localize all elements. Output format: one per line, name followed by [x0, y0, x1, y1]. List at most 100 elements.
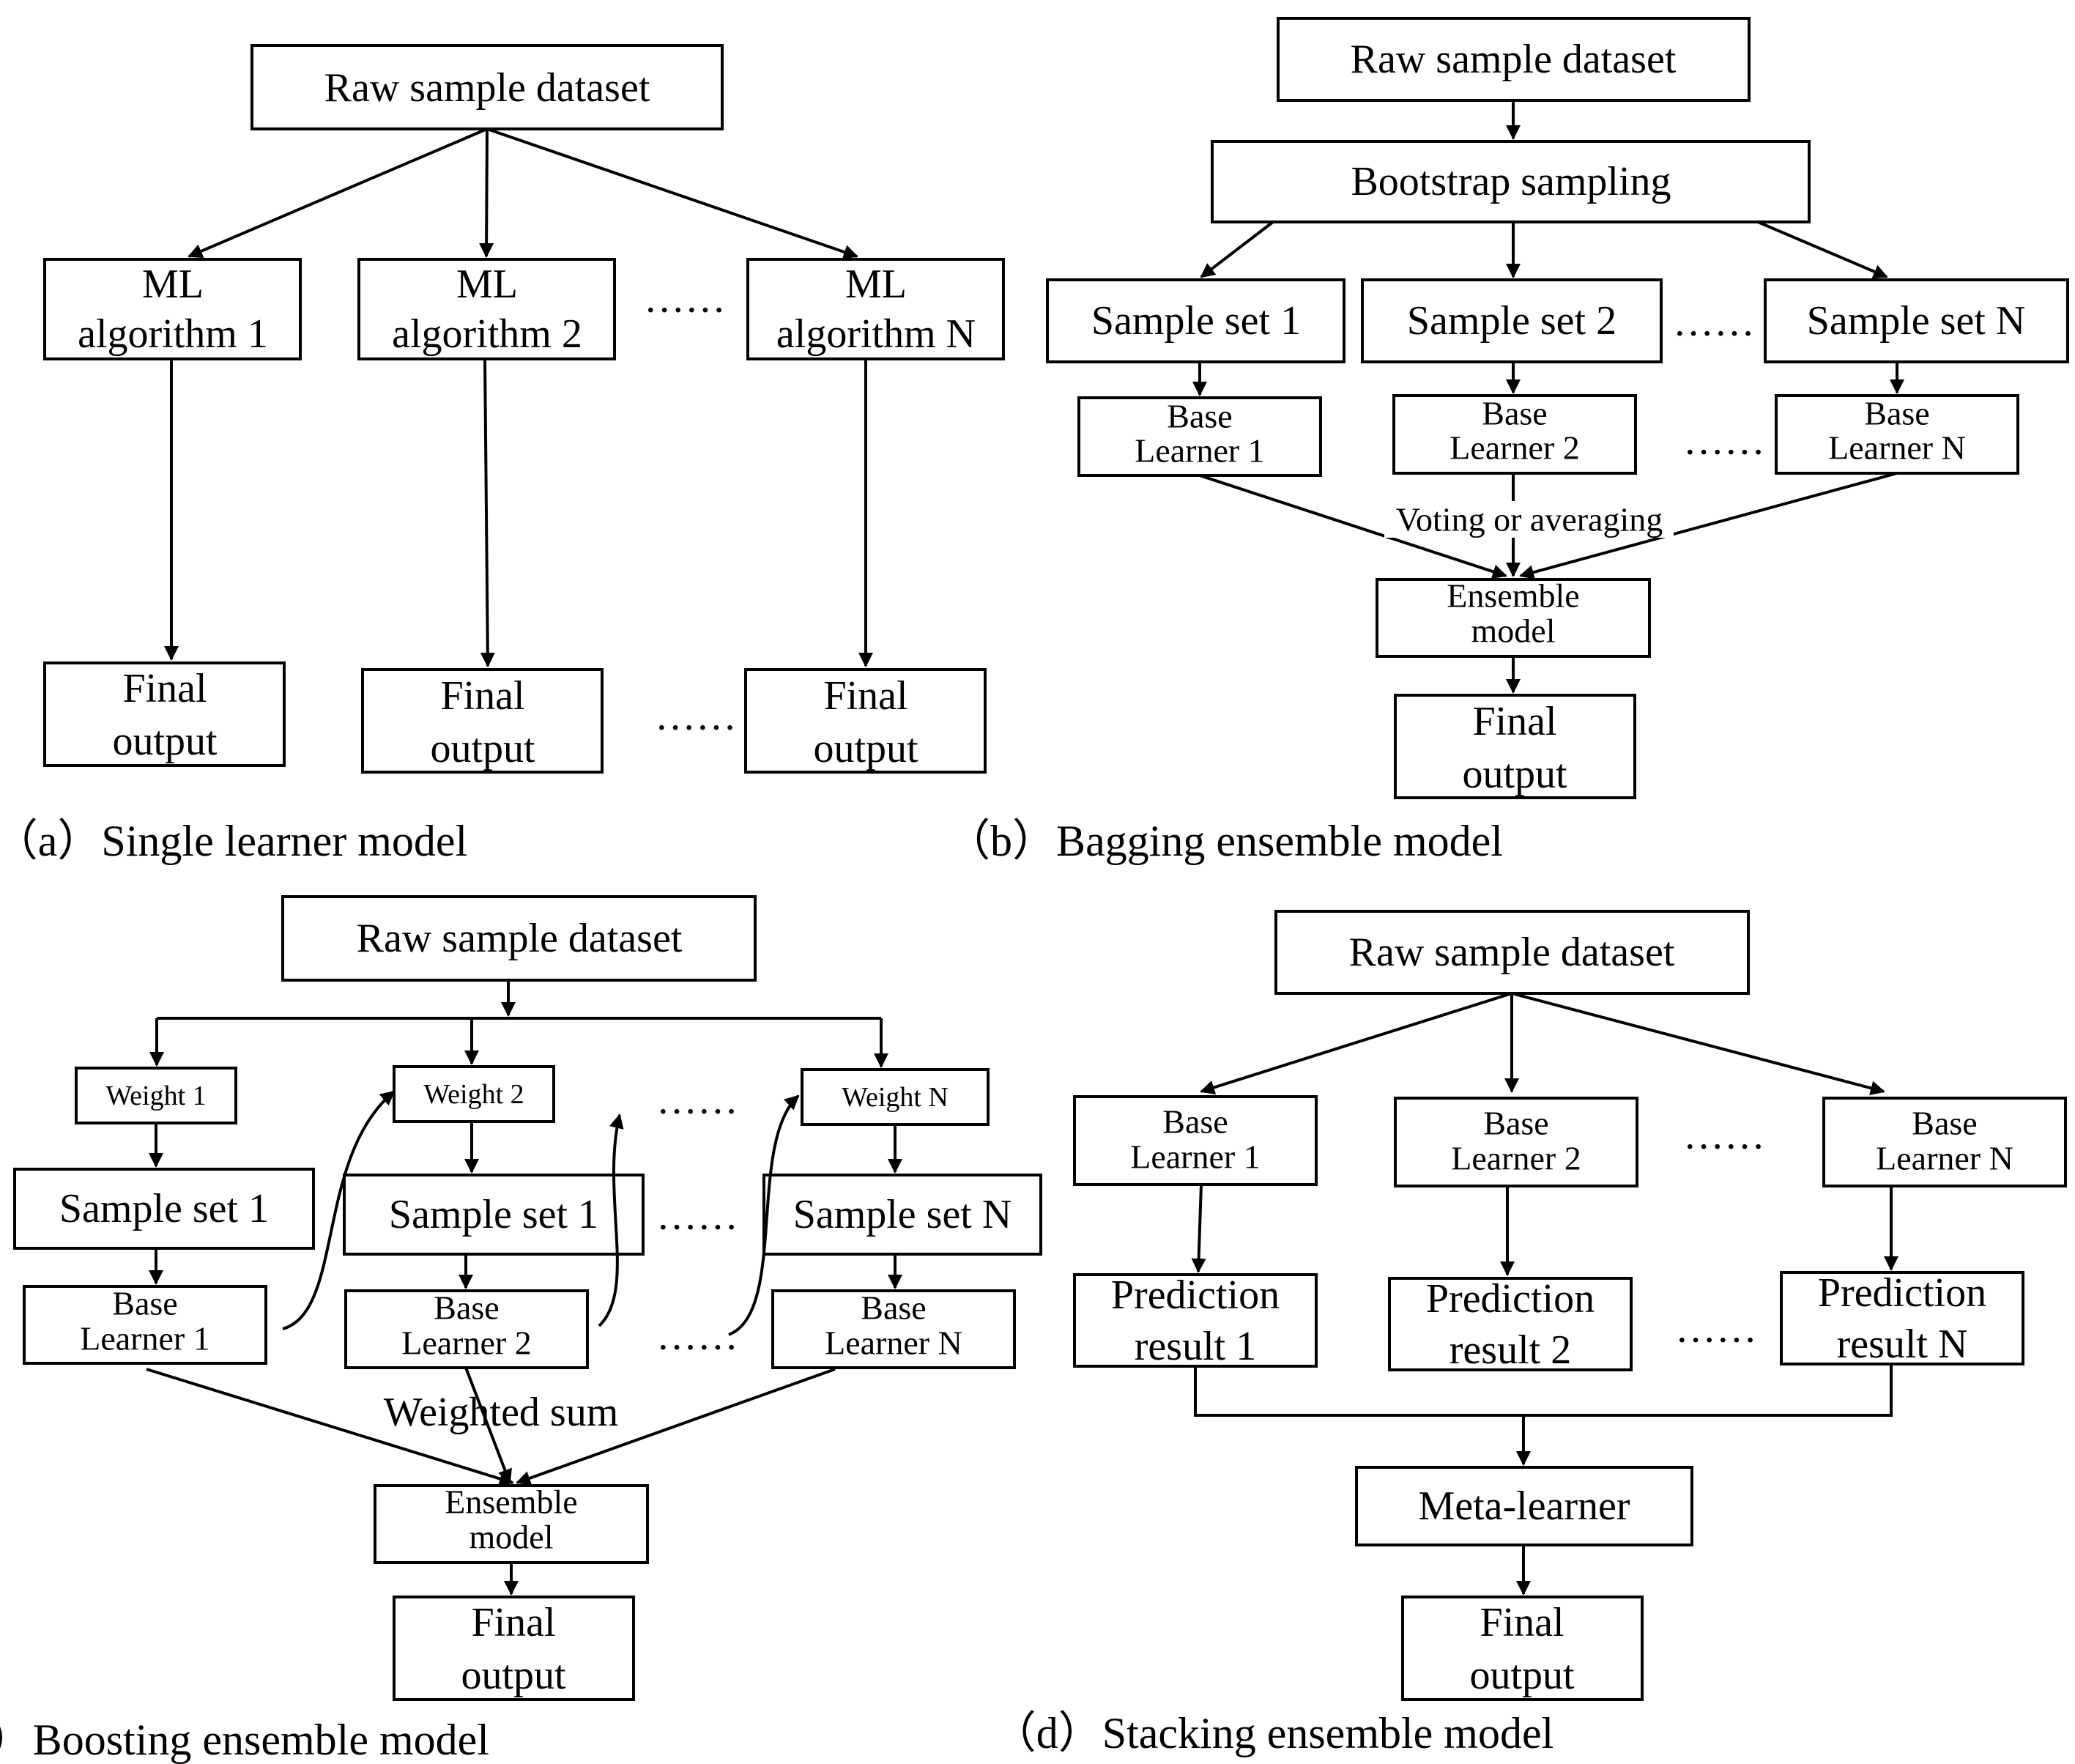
b-sample-set-n-box [1764, 278, 2069, 363]
c-output-line2: output [461, 1653, 566, 1698]
a-output-2-line1: Final [440, 673, 524, 719]
b-output-box [1394, 694, 1636, 799]
b-learner-1-line1: Base [1167, 398, 1232, 435]
b-bootstrap-box [1211, 140, 1811, 223]
c-ensemble-box [374, 1484, 649, 1564]
a-algorithm-1-box [43, 258, 302, 360]
b-bootstrap-label: Bootstrap sampling [1351, 159, 1671, 204]
a-output-n-box [744, 668, 987, 774]
d-learner-1-line2: Learner 1 [1130, 1138, 1261, 1176]
a-algorithm-n-line2: algorithm N [776, 311, 976, 357]
a-algorithm-2-line1: ML [456, 262, 518, 307]
a-output-n-line2: output [813, 726, 918, 771]
c-arrow-learner1-to-ensemble [146, 1368, 514, 1486]
c-learner-1-box [23, 1285, 267, 1365]
a-output-2-line2: output [430, 726, 535, 771]
c-ellipsis-learners: ······ [656, 1325, 738, 1371]
d-learner-n-line1: Base [1912, 1105, 1977, 1142]
d-prediction-2-box [1388, 1277, 1633, 1371]
b-sample-set-2-box [1361, 278, 1663, 363]
c-weight-1-box [75, 1067, 237, 1124]
a-algorithm-1-line2: algorithm 1 [78, 311, 268, 357]
a-arrow-raw-to-alg2 [479, 128, 494, 258]
d-prediction-collector [1194, 1364, 1893, 1417]
d-meta-learner-label: Meta-learner [1418, 1483, 1630, 1529]
c-output-line1: Final [471, 1600, 555, 1645]
c-arrow-learner2-to-ensemble [464, 1367, 512, 1484]
d-learner-2-line1: Base [1483, 1105, 1548, 1142]
c-ellipsis-weights: ······ [656, 1089, 738, 1135]
c-learner-n-box [771, 1289, 1016, 1369]
d-output-line1: Final [1480, 1600, 1564, 1645]
a-algorithm-n-line1: ML [845, 262, 907, 307]
c-sample-set-1-label: Sample set 1 [59, 1186, 269, 1231]
d-meta-learner-box [1355, 1466, 1693, 1546]
a-output-n-line1: Final [823, 673, 907, 719]
d-ellipsis-learners: ······ [1683, 1124, 1765, 1170]
c-learner-n-line1: Base [861, 1289, 926, 1327]
c-weight-n-box [801, 1068, 990, 1126]
d-prediction-n-line1: Prediction [1818, 1270, 1986, 1316]
a-output-1-line1: Final [122, 666, 207, 711]
b-sample-set-1-box [1046, 278, 1345, 363]
d-prediction-n-box [1780, 1271, 2024, 1365]
b-sample-set-n-label: Sample set N [1807, 298, 2026, 344]
b-raw-dataset-label: Raw sample dataset [1351, 37, 1677, 82]
c-learner-2-line1: Base [434, 1289, 499, 1327]
c-sample-set-n-box [762, 1174, 1042, 1256]
c-raw-dataset-label: Raw sample dataset [357, 916, 683, 961]
a-algorithm-2-line2: algorithm 2 [392, 311, 582, 357]
c-weight-2-label: Weight 2 [423, 1079, 524, 1110]
b-arrow-bootstrap-to-set1 [1200, 220, 1274, 278]
c-learner-2-line2: Learner 2 [401, 1324, 532, 1362]
a-raw-dataset-box [250, 44, 724, 130]
panel-boosting: Raw sample dataset Weight 1 Weight 2 Wei… [0, 895, 1042, 1764]
d-output-box [1401, 1596, 1644, 1701]
d-raw-dataset-box [1274, 910, 1750, 995]
panel-bagging: Raw sample dataset Bootstrap sampling Sa… [946, 17, 2069, 865]
a-ellipsis-algorithms: ······ [644, 288, 726, 333]
c-raw-dataset-box [281, 895, 757, 982]
a-output-1-line2: output [112, 719, 218, 764]
d-learner-2-line2: Learner 2 [1451, 1140, 1581, 1177]
b-learner-n-line1: Base [1864, 395, 1929, 432]
c-sample-set-n-label: Sample set N [793, 1192, 1012, 1237]
d-raw-dataset-label: Raw sample dataset [1349, 930, 1675, 975]
b-combine-label-bg [1384, 501, 1674, 538]
d-learner-1-line1: Base [1162, 1103, 1228, 1141]
c-ensemble-line1: Ensemble [445, 1483, 577, 1521]
c-sample-set-1-box [13, 1168, 315, 1250]
d-learner-n-box [1822, 1097, 2067, 1187]
b-learner-2-line1: Base [1482, 395, 1547, 432]
d-arrow-raw-to-learnern [1511, 992, 1885, 1096]
c-combine-label: Weighted sum [384, 1390, 619, 1435]
b-sample-set-2-label: Sample set 2 [1407, 298, 1616, 344]
b-output-line2: output [1462, 752, 1567, 797]
d-prediction-1-line2: result 1 [1135, 1324, 1256, 1369]
a-raw-dataset-label: Raw sample dataset [324, 65, 650, 111]
b-learner-1-box [1077, 396, 1322, 477]
d-learner-2-box [1394, 1097, 1638, 1187]
a-caption: （a）Single learner model [0, 817, 467, 865]
d-arrow-raw-to-learner1 [1200, 992, 1512, 1095]
c-learner-1-line1: Base [112, 1285, 177, 1322]
a-algorithm-2-box [357, 258, 616, 360]
b-ellipsis-samples: ······ [1673, 311, 1755, 357]
d-ellipsis-predictions: ······ [1675, 1318, 1757, 1363]
b-sample-set-1-label: Sample set 1 [1091, 298, 1301, 344]
c-learner-1-line2: Learner 1 [80, 1320, 210, 1357]
a-arrow-raw-to-algn [486, 127, 858, 259]
c-arrow-learner1-to-weight2 [282, 1090, 396, 1330]
panel-single-learner: Raw sample dataset ML algorithm 1 ML alg… [0, 44, 1005, 865]
c-output-box [393, 1596, 635, 1701]
a-arrow-alg2-to-output [480, 358, 495, 667]
b-learner-1-line2: Learner 1 [1135, 432, 1265, 470]
d-caption: （d）Stacking ensemble model [992, 1709, 1554, 1757]
a-output-2-box [361, 668, 604, 774]
b-ellipsis-learners: ······ [1683, 430, 1765, 475]
d-arrow-learner1-to-pred1 [1191, 1184, 1206, 1273]
b-ensemble-line1: Ensemble [1447, 577, 1579, 615]
c-weight-1-label: Weight 1 [105, 1081, 206, 1111]
c-ensemble-line2: model [469, 1519, 554, 1556]
